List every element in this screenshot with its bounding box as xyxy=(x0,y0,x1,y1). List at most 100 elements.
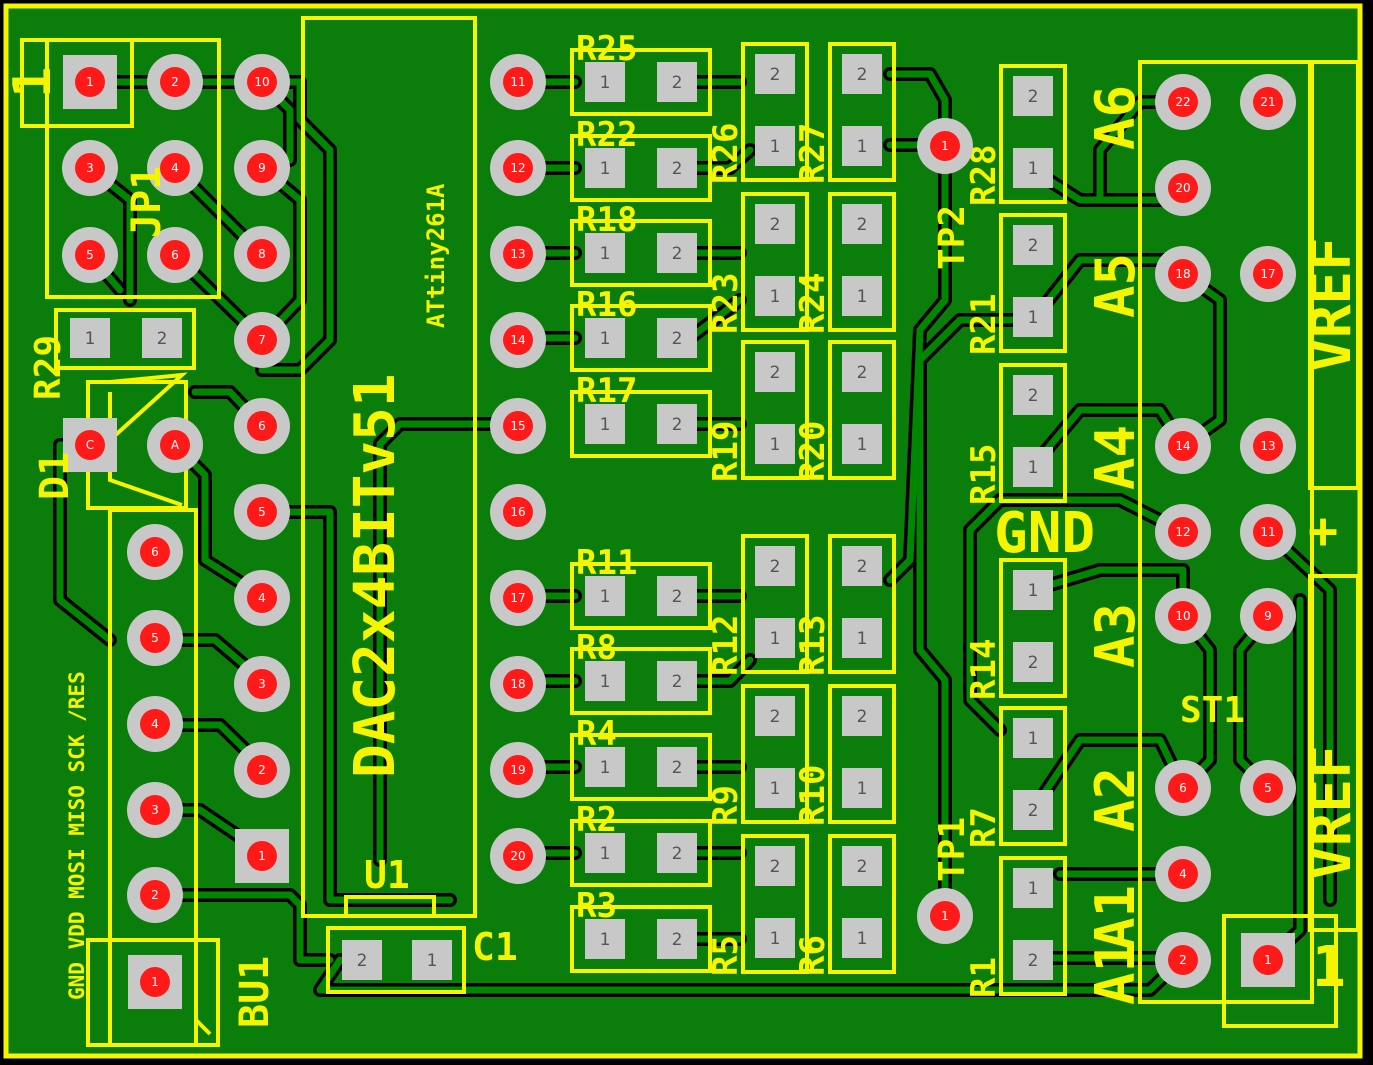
c1-pad-2-number: 2 xyxy=(357,951,368,971)
chip-mcu-label: ATtiny261A xyxy=(422,183,450,328)
r21-outline xyxy=(999,213,1067,353)
jp1-pin-6-number: 6 xyxy=(171,248,179,262)
r13-label: R13 xyxy=(793,615,833,676)
r5-pad-1-number: 1 xyxy=(770,929,781,949)
r13-pad-2-number: 2 xyxy=(857,557,868,577)
jp1-pin-2: 2 xyxy=(147,54,203,110)
r15-pad-1-number: 1 xyxy=(1028,458,1039,478)
u1-pin-16: 16 xyxy=(490,484,546,540)
c1-outline xyxy=(326,926,466,994)
jp1-pin-4: 4 xyxy=(147,140,203,196)
r24-pad-1-number: 1 xyxy=(857,287,868,307)
bu1-pin1-chamfer xyxy=(194,1018,212,1036)
r1-pad-2: 2 xyxy=(1013,940,1053,980)
st1-pin-22-number: 22 xyxy=(1175,95,1190,109)
u1-pin-5: 5 xyxy=(234,484,290,540)
r8-label: R8 xyxy=(576,628,617,668)
u1-pin-2-number: 2 xyxy=(258,763,266,777)
bu1-pin1-outline xyxy=(86,938,220,1047)
bu1-pin-6-number: 6 xyxy=(151,545,159,559)
r7-pad-2-number: 2 xyxy=(1028,801,1039,821)
r18-pad-2: 2 xyxy=(657,233,697,273)
st1-pin-17: 17 xyxy=(1240,246,1296,302)
r13-pad-1-number: 1 xyxy=(857,629,868,649)
r11-pad-2: 2 xyxy=(657,576,697,616)
u1-pin-10: 10 xyxy=(234,54,290,110)
r20-pad-1-number: 1 xyxy=(857,435,868,455)
u1-pin-11-number: 11 xyxy=(510,75,525,89)
r18-label: R18 xyxy=(576,200,637,240)
r21-label: R21 xyxy=(964,294,1004,355)
u1-label: U1 xyxy=(364,853,410,897)
st1-pin-4-number: 4 xyxy=(1179,867,1187,881)
r28-pad-1-number: 1 xyxy=(1028,159,1039,179)
r5-label: R5 xyxy=(706,935,746,976)
r12-pad-2: 2 xyxy=(755,546,795,586)
r20-label: R20 xyxy=(793,421,833,482)
u1-pin-20-number: 20 xyxy=(510,849,525,863)
r16-outline xyxy=(570,304,712,372)
r19-outline xyxy=(741,340,809,480)
st1-label: ST1 xyxy=(1180,690,1245,731)
r19-pad-1: 1 xyxy=(755,424,795,464)
st1-pin-4: 4 xyxy=(1155,846,1211,902)
r18-pad-1: 1 xyxy=(585,233,625,273)
r11-pad-2-number: 2 xyxy=(672,587,683,607)
trace-47 xyxy=(966,496,1187,734)
trace-20 xyxy=(376,420,522,864)
st1-vref-top-outline xyxy=(1308,60,1360,490)
trace-38 xyxy=(916,316,1029,920)
st1-pin-1: 1 xyxy=(1241,933,1295,987)
u1-pin-12: 12 xyxy=(490,140,546,196)
bu1-pin-2-number: 2 xyxy=(151,888,159,902)
st1-pin-14-number: 14 xyxy=(1175,439,1190,453)
u1-pin-3: 3 xyxy=(234,656,290,712)
r22-pad-2: 2 xyxy=(657,148,697,188)
r19-label: R19 xyxy=(706,421,746,482)
u1-pin-4-number: 4 xyxy=(258,591,266,605)
r23-label: R23 xyxy=(706,273,746,334)
r26-pad-2-number: 2 xyxy=(770,65,781,85)
r21-pad-1: 1 xyxy=(1013,297,1053,337)
u1-pin-13: 13 xyxy=(490,226,546,282)
st1-pin-10-number: 10 xyxy=(1175,609,1190,623)
r18-pad-1-number: 1 xyxy=(600,244,611,264)
r25-label: R25 xyxy=(576,29,637,69)
trace-28 xyxy=(686,296,744,342)
r4-outline xyxy=(570,733,712,801)
r23-pad-2-number: 2 xyxy=(770,215,781,235)
r29-label: R29 xyxy=(28,335,69,400)
tp1-pad: 1 xyxy=(917,888,973,944)
u1-pin-12-number: 12 xyxy=(510,161,525,175)
r6-label: R6 xyxy=(793,935,833,976)
st1-pin-11-number: 11 xyxy=(1260,525,1275,539)
r29-outline xyxy=(54,308,196,370)
st1-pin-1-number: 1 xyxy=(1264,953,1272,967)
r5-outline xyxy=(741,834,809,974)
r24-pad-2: 2 xyxy=(842,204,882,244)
r12-pad-1: 1 xyxy=(755,618,795,658)
u1-pin-9-number: 9 xyxy=(258,161,266,175)
st1-pin-10: 10 xyxy=(1155,588,1211,644)
r4-pad-1: 1 xyxy=(585,747,625,787)
r4-pad-2: 2 xyxy=(657,747,697,787)
tp2-pad: 1 xyxy=(917,118,973,174)
r11-label: R11 xyxy=(576,543,637,583)
r19-pad-1-number: 1 xyxy=(770,435,781,455)
r26-pad-1: 1 xyxy=(755,126,795,166)
r14-pad-1-number: 1 xyxy=(1028,581,1039,601)
r17-pad-1: 1 xyxy=(585,404,625,444)
st1-pin-9: 9 xyxy=(1240,588,1296,644)
r9-pad-1-number: 1 xyxy=(770,779,781,799)
u1-pin-1-number: 1 xyxy=(258,849,266,863)
tp1-pad-number: 1 xyxy=(941,909,949,923)
r8-pad-2: 2 xyxy=(657,661,697,701)
r7-outline xyxy=(999,706,1067,846)
r22-outline xyxy=(570,134,712,202)
u1-pin-14-number: 14 xyxy=(510,333,525,347)
r8-outline xyxy=(570,647,712,715)
trace-48 xyxy=(1264,528,1334,904)
r14-label: R14 xyxy=(964,639,1004,700)
st1-pin-9-number: 9 xyxy=(1264,609,1272,623)
bu1-pin-5: 5 xyxy=(127,610,183,666)
